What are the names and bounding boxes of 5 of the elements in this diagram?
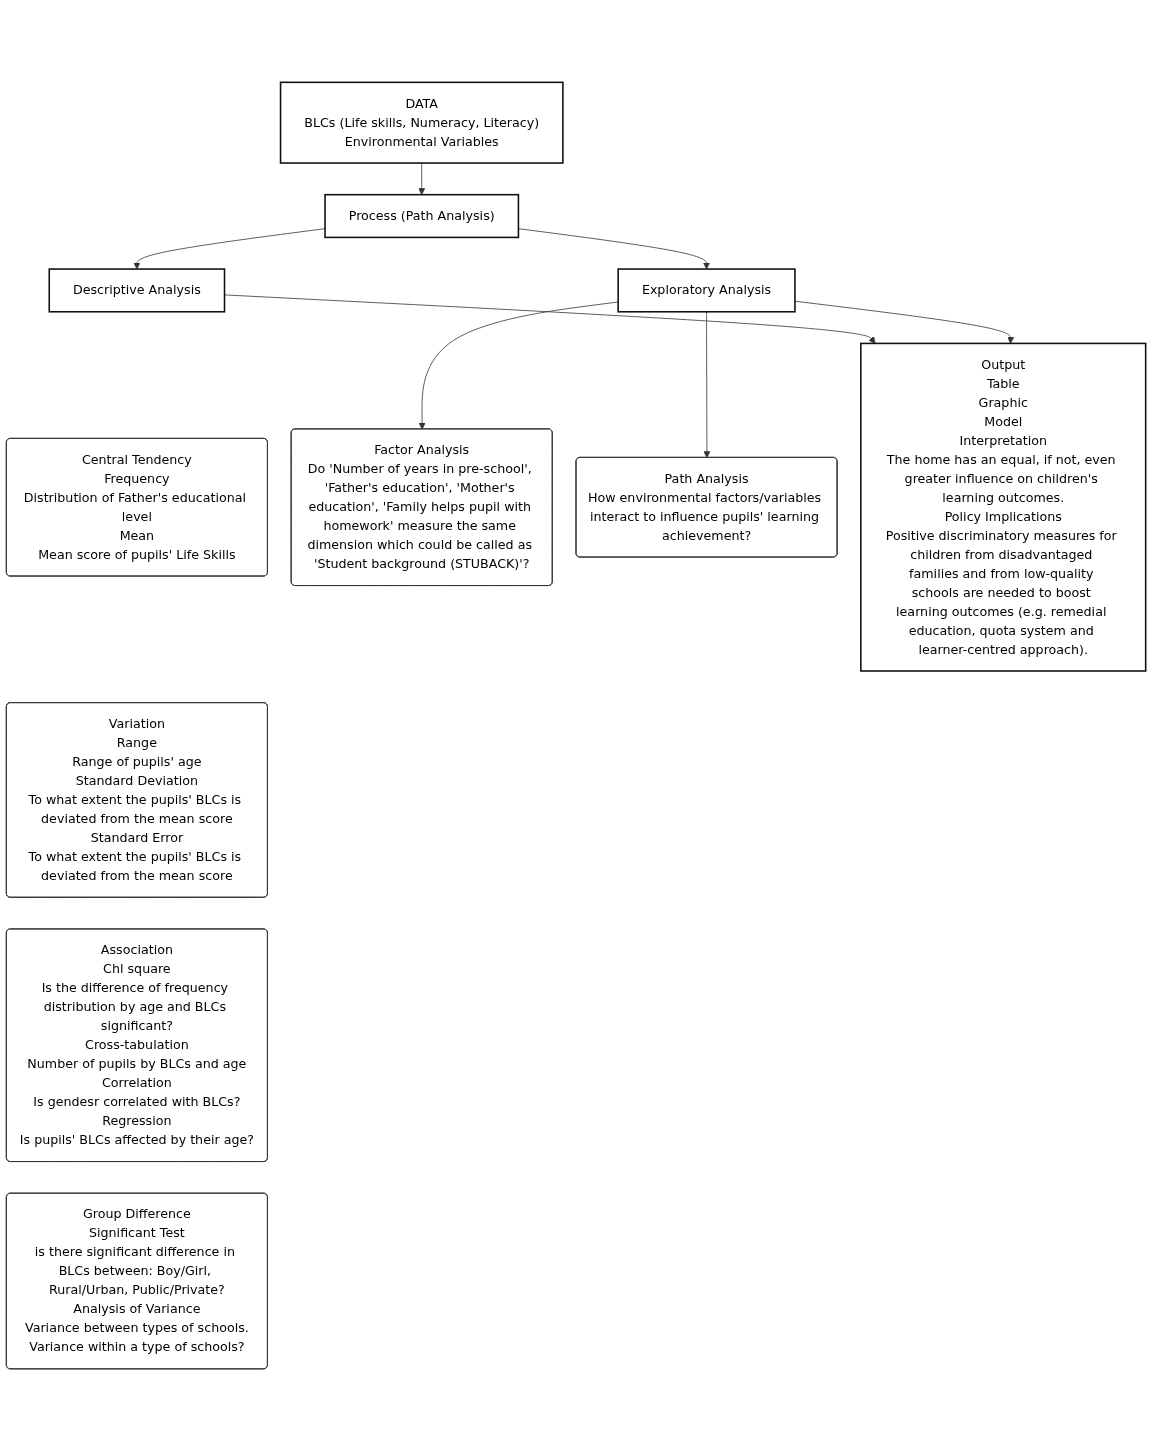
node-box: Exploratory Analysis [617,268,796,313]
node-box: Output Table Graphic Model Interpretation The home has an equal, if not, even greater influence on children's learning outcomes. Policy Implications Positive discriminatory measures for children from disadvantaged families and from low-quality schools are needed to boost learning outcomes (e.g. remedial education, quota system and learner-centred approach). [860,342,1147,672]
node-box: Process (Path Analysis) [324,193,520,239]
node-box: Descriptive Analysis [48,268,226,313]
node-box: DATA BLCs (Life skills, Numeracy, Literacy) Environmental Variables [279,81,564,164]
